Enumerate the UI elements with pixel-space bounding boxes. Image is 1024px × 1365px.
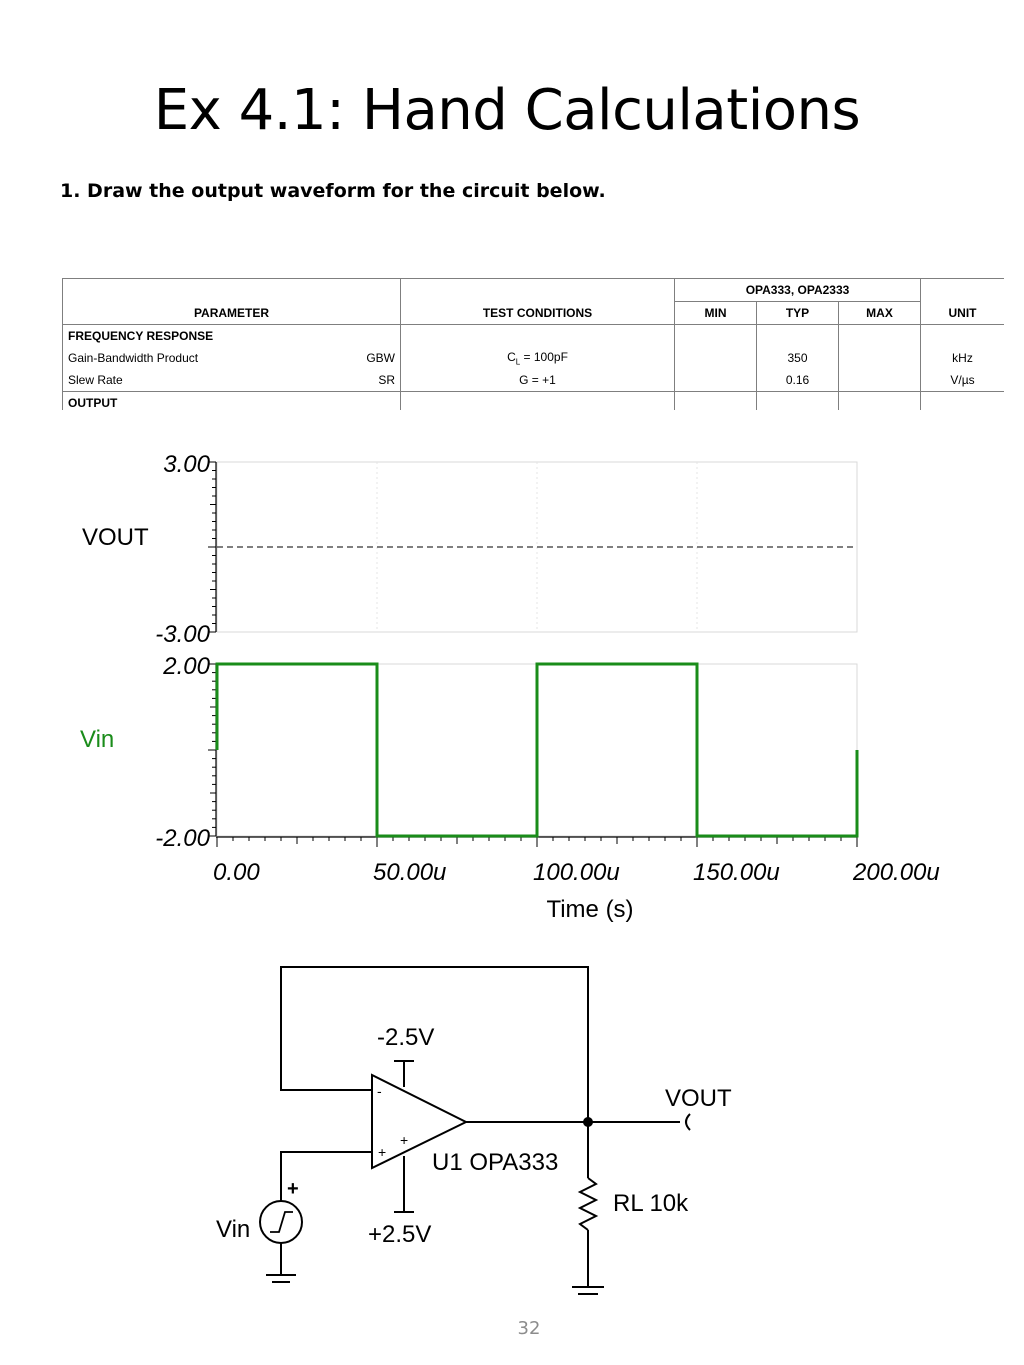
x-tick-label: 100.00u bbox=[533, 859, 620, 886]
spec-header-unit: UNIT bbox=[920, 301, 1004, 325]
spec-row-gbw-unit: kHz bbox=[920, 347, 1004, 369]
x-axis-title: Time (s) bbox=[546, 896, 633, 923]
spec-header-parameter: PARAMETER bbox=[62, 301, 401, 325]
pos-supply-label: +2.5V bbox=[368, 1221, 431, 1248]
spec-section-output: OUTPUT bbox=[62, 391, 401, 410]
resistor-icon bbox=[577, 1177, 599, 1231]
waveform-chart: 3.00 -3.00 VOUT 2.00 -2.00 Vin 0.00 50.00… bbox=[80, 451, 940, 923]
vout-axis-label: VOUT bbox=[82, 524, 149, 551]
vin-ytick-top: 2.00 bbox=[162, 653, 210, 680]
spec-header-min: MIN bbox=[674, 301, 757, 325]
opamp-plus-sign: + bbox=[378, 1144, 386, 1160]
table-row: Gain-Bandwidth Product GBW CL = 100pF 35… bbox=[62, 347, 1004, 369]
spec-header-typ: TYP bbox=[756, 301, 839, 325]
vin-series-line bbox=[215, 662, 859, 838]
ground-icon bbox=[266, 1274, 296, 1283]
output-connector-icon bbox=[685, 1113, 691, 1131]
neg-supply-label: -2.5V bbox=[377, 1024, 434, 1051]
spec-row-gbw-symbol: GBW bbox=[366, 351, 395, 365]
question-text: 1. Draw the output waveform for the circ… bbox=[60, 180, 606, 202]
opamp-plus-sign-2: + bbox=[400, 1132, 408, 1148]
x-tick-label: 150.00u bbox=[693, 859, 780, 886]
vout-ytick-bottom: -3.00 bbox=[155, 621, 210, 648]
spec-row-sr-name: Slew Rate bbox=[68, 373, 123, 387]
x-tick-label: 0.00 bbox=[213, 859, 260, 886]
ground-icon bbox=[572, 1286, 604, 1295]
source-plus-sign: + bbox=[287, 1178, 299, 1200]
vout-panel: 3.00 -3.00 VOUT bbox=[82, 451, 858, 648]
spec-header-conditions: TEST CONDITIONS bbox=[400, 301, 675, 325]
vout-node-label: VOUT bbox=[665, 1085, 732, 1112]
feedback-wire bbox=[280, 966, 589, 1122]
opamp-minus-sign: - bbox=[377, 1083, 382, 1099]
opamp-symbol bbox=[371, 1073, 469, 1170]
spec-row-gbw-name: Gain-Bandwidth Product bbox=[68, 351, 199, 365]
input-wire bbox=[280, 1151, 372, 1201]
spec-row-gbw-typ: 350 bbox=[756, 347, 839, 369]
voltage-source-icon bbox=[259, 1200, 303, 1244]
table-row: Slew Rate SR G = +1 0.16 V/µs bbox=[62, 369, 1004, 392]
spec-table: OPA333, OPA2333 PARAMETER TEST CONDITION… bbox=[62, 278, 1004, 410]
spec-section-frequency: FREQUENCY RESPONSE bbox=[62, 324, 401, 347]
output-junction-dot bbox=[583, 1117, 593, 1127]
x-tick-label: 50.00u bbox=[373, 859, 446, 886]
spec-header-blank-3 bbox=[920, 278, 1004, 302]
spec-row-sr-symbol: SR bbox=[378, 373, 395, 387]
opamp-label: U1 OPA333 bbox=[432, 1149, 558, 1176]
vout-ytick-top: 3.00 bbox=[163, 451, 210, 478]
source-label: Vin bbox=[216, 1216, 250, 1243]
slide-title: Ex 4.1: Hand Calculations bbox=[153, 78, 861, 143]
vin-axis-label: Vin bbox=[80, 726, 114, 753]
vin-ytick-bottom: -2.00 bbox=[155, 825, 210, 852]
x-tick-label: 200.00u bbox=[852, 859, 940, 886]
page-number: 32 bbox=[517, 1318, 541, 1339]
spec-header-max: MAX bbox=[837, 301, 922, 325]
load-resistor-label: RL 10k bbox=[613, 1190, 689, 1217]
spec-group-header: OPA333, OPA2333 bbox=[673, 278, 922, 302]
vin-panel: 2.00 -2.00 Vin 0.00 50.00u 100.00u 150.00u 2… bbox=[80, 653, 940, 923]
spec-row-gbw-condition: CL = 100pF bbox=[400, 347, 675, 369]
